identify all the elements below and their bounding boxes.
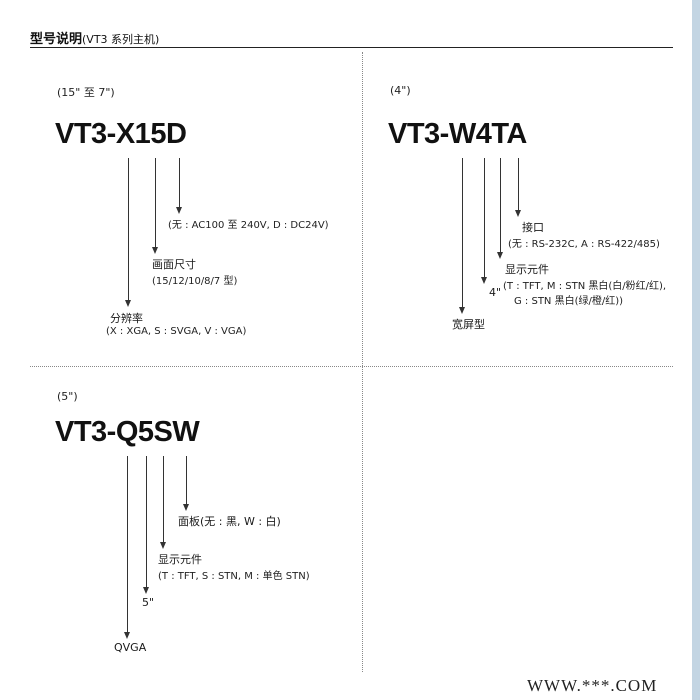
arrow-down-icon: [124, 632, 130, 639]
vertical-dotted-divider: [362, 52, 363, 672]
arrow-down-icon: [515, 210, 521, 217]
arrow-down-icon: [160, 542, 166, 549]
annotation-label: 分辨率: [110, 312, 143, 325]
annotation-label: 显示元件: [505, 263, 549, 276]
connector-line: [163, 456, 164, 542]
annotation-detail: (X : XGA, S : SVGA, V : VGA): [106, 326, 247, 337]
connector-line: [127, 456, 128, 632]
annotation-label: 4": [489, 286, 502, 299]
annotation-label: 画面尺寸: [152, 258, 196, 271]
arrow-down-icon: [497, 252, 503, 259]
arrow-down-icon: [143, 587, 149, 594]
annotation-detail: (无 : AC100 至 240V, D : DC24V): [168, 220, 329, 231]
watermark: WWW.***.COM: [527, 676, 658, 695]
arrow-down-icon: [183, 504, 189, 511]
annotation-detail: (T : TFT, M : STN 黑白(白/粉红/红),: [503, 281, 667, 292]
arrow-down-icon: [152, 247, 158, 254]
model-number: VT3-Q5SW: [55, 416, 200, 448]
page-subtitle: (VT3 系列主机): [82, 33, 160, 46]
arrow-down-icon: [125, 300, 131, 307]
horizontal-dotted-divider: [30, 366, 673, 367]
connector-line: [462, 158, 463, 307]
title-underline: [30, 47, 673, 48]
connector-line: [518, 158, 519, 210]
connector-line: [186, 456, 187, 504]
connector-line: [155, 158, 156, 247]
annotation-label: QVGA: [114, 641, 147, 654]
annotation-detail: (T : TFT, S : STN, M : 单色 STN): [158, 571, 310, 582]
page-header: 型号说明(VT3 系列主机): [30, 28, 159, 47]
arrow-down-icon: [459, 307, 465, 314]
annotation-label: 接口: [522, 221, 544, 234]
model-number: VT3-W4TA: [388, 118, 527, 150]
connector-line: [484, 158, 485, 277]
annotation-detail: G : STN 黑白(绿/橙/红)): [514, 296, 624, 307]
arrow-down-icon: [176, 207, 182, 214]
connector-line: [146, 456, 147, 587]
connector-line: [128, 158, 129, 300]
annotation-detail: (无 : RS-232C, A : RS-422/485): [508, 239, 660, 250]
annotation-label: 显示元件: [158, 553, 202, 566]
model-number: VT3-X15D: [55, 118, 187, 150]
arrow-down-icon: [481, 277, 487, 284]
annotation-label: 5": [142, 596, 155, 609]
size-note: (5"): [57, 390, 78, 403]
annotation-detail: (15/12/10/8/7 型): [152, 276, 238, 287]
right-edge-strip: [692, 0, 700, 700]
annotation-label: 面板(无 : 黑, W : 白): [178, 515, 281, 528]
connector-line: [500, 158, 501, 252]
page-title: 型号说明: [30, 32, 83, 47]
annotation-label: 宽屏型: [452, 318, 485, 331]
connector-line: [179, 158, 180, 207]
size-note: (15" 至 7"): [57, 86, 115, 99]
size-note: (4"): [390, 84, 411, 97]
